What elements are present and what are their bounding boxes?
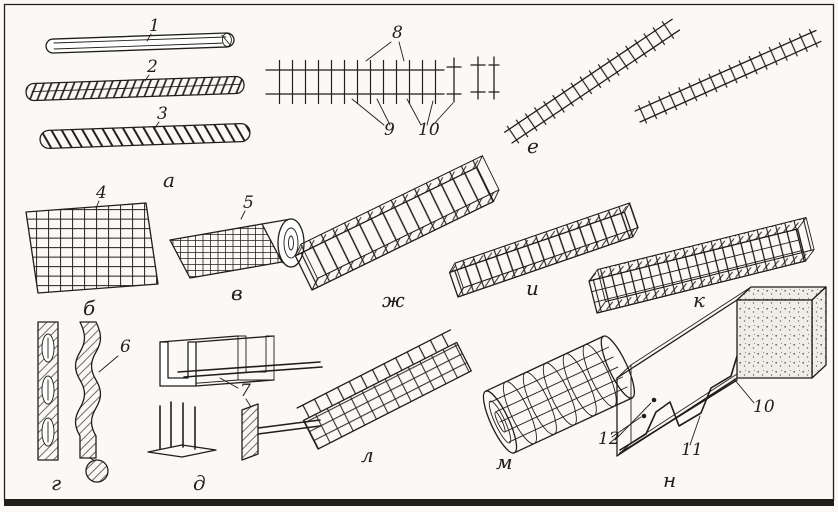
label-6: 6 <box>120 337 131 357</box>
bar-end-dot <box>641 413 647 419</box>
label-12: 12 <box>598 429 620 449</box>
label-2: 2 <box>146 57 158 77</box>
leader-line <box>144 74 150 82</box>
space-frame-zh <box>294 155 500 291</box>
leader-line <box>431 102 454 127</box>
group-label-m: м <box>496 450 513 474</box>
leader-line <box>365 41 392 62</box>
mesh-roll <box>169 218 305 279</box>
group-label-n: н <box>663 468 676 492</box>
leader-line <box>146 33 152 42</box>
leader-line <box>351 98 385 126</box>
group-label-v: в <box>231 281 243 305</box>
leader-line <box>98 355 119 373</box>
label-8: 8 <box>392 23 403 43</box>
bar-ribbed-periodic <box>25 75 245 102</box>
leader-line <box>733 378 755 404</box>
space-frame-i <box>448 202 639 298</box>
callout-11: 11 <box>681 415 703 460</box>
ladder-frame-2 <box>633 26 823 126</box>
group-label-g: г <box>51 471 61 495</box>
beam-back-top-edge <box>630 286 752 366</box>
label-10: 10 <box>418 120 440 140</box>
straight-rebar <box>619 379 738 454</box>
callout-8: 8 <box>365 23 405 62</box>
label-1: 1 <box>149 16 160 36</box>
callout-10-bottom: 10 <box>733 378 775 417</box>
concrete-block <box>736 286 827 379</box>
pin-anchor <box>147 401 217 458</box>
leader-line <box>154 121 160 129</box>
channel-welded <box>159 335 323 387</box>
leader-line <box>426 100 434 126</box>
beam-embedded-cage-n <box>616 286 827 457</box>
cylindrical-cage-m <box>482 335 635 454</box>
leader-line <box>245 398 252 408</box>
group-label-d: д <box>193 471 206 495</box>
callout-5: 5 <box>240 193 254 220</box>
leader-line <box>689 415 701 446</box>
leader-line <box>611 416 642 438</box>
group-label-b: б <box>83 296 96 320</box>
bar-end-dot <box>651 397 657 403</box>
label-7: 7 <box>240 381 251 401</box>
leader-line <box>406 98 422 126</box>
callout-12: 12 <box>598 402 652 449</box>
bar-smooth <box>45 32 235 54</box>
label-9: 9 <box>384 120 395 140</box>
ladder-frame-1 <box>502 15 682 147</box>
leader-line <box>95 200 100 209</box>
group-label-e: е <box>527 134 539 158</box>
callout-10-top: 10 <box>406 98 454 140</box>
callout-2: 2 <box>144 57 158 82</box>
callout-7: 7 <box>219 377 252 408</box>
section-circle <box>85 457 109 483</box>
label-3: 3 <box>157 104 168 124</box>
label-5: 5 <box>243 193 254 213</box>
ladder-mesh-flat <box>265 60 445 104</box>
leader-line <box>398 41 405 62</box>
flat-cage-l <box>296 329 472 450</box>
rod-stubs <box>446 56 500 103</box>
bar-ribbed-spiral <box>39 122 251 150</box>
bent-rebar <box>619 355 738 451</box>
group-label-k: к <box>693 288 705 312</box>
space-frame-k <box>588 217 815 314</box>
leader-line <box>376 98 391 126</box>
callout-1: 1 <box>146 16 160 42</box>
callout-4: 4 <box>95 183 107 209</box>
callout-6: 6 <box>98 337 131 373</box>
label-11: 11 <box>681 440 703 460</box>
group-label-a: а <box>163 168 175 192</box>
group-label-l: л <box>361 443 374 467</box>
border-frame <box>3 3 835 506</box>
group-label-i: и <box>526 276 539 300</box>
group-label-zh: ж <box>382 288 405 312</box>
callout-3: 3 <box>154 104 168 129</box>
leader-line <box>614 402 652 441</box>
bar-crimped <box>74 321 102 459</box>
strip-slotted <box>37 321 59 461</box>
label-4: 4 <box>95 183 107 203</box>
leader-line <box>240 210 246 220</box>
callout-9: 9 <box>351 98 395 140</box>
mesh-flat <box>25 202 159 294</box>
label-10b: 10 <box>753 397 775 417</box>
leader-line <box>219 377 239 389</box>
